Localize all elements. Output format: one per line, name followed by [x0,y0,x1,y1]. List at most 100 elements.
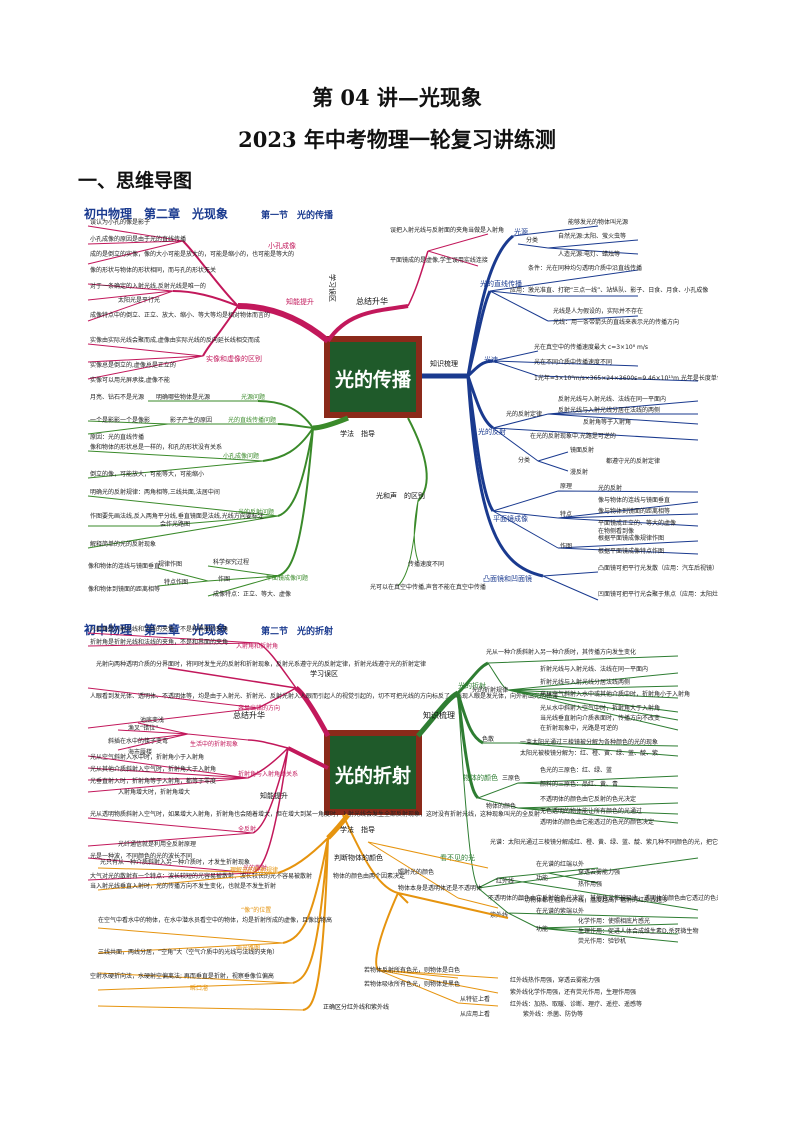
uv-1: 在光谱的紫端以外 [536,907,584,915]
reflect-label: 光的反射 [478,427,506,436]
total-note-2: 光纤通信就是利用全反射原理 [118,840,196,848]
source-def: 能够发光的物体叫光源 [568,218,628,226]
pinhole-note-2: 小孔成像的原因是由于光的直线传播 [90,235,186,243]
uv-3: 化学作用：使照相底片感光 [578,917,650,925]
mirror-feature-3: 平面镜成正立的、等大的虚像 [598,519,676,527]
mirror-feature-1: 像与物体的连线与镜面垂直 [598,496,670,504]
method-label-2: 学法 指导 [340,825,375,834]
mirror-question-c: 特点作图 [164,578,188,586]
judge-label: 判断物体的颜色 [334,853,383,862]
reflect-question-a: 作图要先画法线,反入两角平分线,垂直镜面是法线,光线方向要标注 [90,512,264,520]
line-question-1: 影子产生的原因 [170,416,212,424]
pinhole-note-3: 成的是倒立的实像，像的大小可能是放大的，可能是缩小的，也可能是等大的 [90,250,294,258]
map2-section-label: 第二节 光的折射 [261,625,333,637]
apply-2: 紫外线：杀菌、防伪等 [523,1010,583,1018]
invisible-label: 看不见的光 [440,853,475,862]
ability-note-2: 太阳光是平行光 [118,296,160,304]
feature-2: 紫外线化学作用强，还有荧光作用，生理作用强 [510,988,636,996]
pinhole-question: 小孔成像问题 [223,452,259,460]
judge-1: 物体的颜色由两个因素决定 [333,872,405,880]
mirror-question-d: 像和物体的连线与镜面垂直 [88,562,160,570]
page-title: 第 04 讲—光现象 [312,85,482,110]
straight-app: 应用：激光准直、打靶“三点一线”、站纵队、影子、日食、月食、小孔成像 [510,286,708,294]
reflect-reversible: 在光的反射现象中,光路是可逆的 [530,432,616,440]
ability-label: 知能提升 [286,297,314,306]
feature-1: 红外线热作用强，穿透云雾能力强 [510,976,600,984]
object-color-label: 物体的颜色 [463,773,498,782]
color-2: 太阳光被棱镜分解为：红、橙、黄、绿、蓝、靛、紫 [520,749,658,757]
angles-2: 折射角是折射光线和法线的夹角，不是和界面的夹角 [90,638,228,646]
object-color-2: 无色透明的物体能让所有颜色的光通过 [540,807,642,815]
mind-map-1-svg: 初中物理 第二章 光现象 第一节 光的传播 光的传播 小孔成像 误认为小孔的像是… [84,206,718,601]
line-question-a: 一个是影影一个是像影 [90,416,150,424]
relation-3: 光垂直射入时，折射角等于入射角，都等于零度 [90,777,216,785]
summary-label: 总结升华 [356,296,388,306]
refr-law-5: 当光线垂直射向介质表面时，传播方向不改变 [540,714,660,722]
mirror-draw-2: 根据平面镜成像特点作图 [598,547,664,555]
life-label: 生活中的折射现象 [190,740,238,748]
straight-cond: 条件：光在同种均匀透明介质中沿直线传播 [528,264,642,272]
reflect-diffuse: 漫反射 [570,468,588,476]
mirror-question-1: 科学探究过程 [213,558,249,566]
color-1: 一束太阳光通过三棱镜被分解为各种颜色的光的现象 [520,738,658,746]
image-position-1: 在空气中看水中的物体，在水中潜水员看空中的物体，均是折射所成的虚像，且像比物高 [98,916,332,924]
angles-label: 入射角和折射角 [236,642,278,650]
map2-heading: 初中物理 第二章 光现象 [84,622,228,637]
speed-3: 1光年=3×10⁸m/s×365×24×3600s=9.46×10¹⁵m 光年是… [534,374,718,382]
rhyme: 瞬口溜 [190,984,208,992]
reflect-question-c: 解释简单的光的反射现象 [90,540,156,548]
convex-label: 凸面镜和凹面镜 [483,574,532,583]
ir-label: 红外线 [496,877,514,885]
image-position: “像”的位置 [241,906,271,914]
real-virtual-note-3: 实像可以用光屏承接,虚像不能 [90,376,170,384]
refr-def: 光从一种介质斜射入另一种介质时，其传播方向发生变化 [486,648,636,656]
real-virtual-note-2: 实像总是倒立的,虚像总是正立的 [90,361,176,369]
three-2: 颜料的三原色：品红、黄、青 [540,780,618,788]
object-color: 物体的颜色 [486,802,516,810]
draw-path-1: 三线共面，两线分居，“空角”大（空气介质中的光线与法线的夹角） [98,948,278,956]
refr-law-2: 折射光线与入射光线分居法线两侧 [540,678,630,686]
center-board [330,342,416,412]
real-virtual-note-1: 实像由实际光线会聚而成,虚像由实际光线的反向延长线相交而成 [90,336,260,344]
reflect-mirror: 镜面反射 [570,446,594,454]
section-heading: 一、思维导图 [78,170,193,192]
sound-2: 光可以在真空中传播,声音不能在真空中传播 [370,583,486,591]
judge-6: 若物体吸收所有色光，则物体是黑色 [364,980,460,988]
refr-law-3: 光从空气斜射入水中或其他介质中时，折射角小于入射角 [540,690,690,698]
judge-3: 物体本身是透明体还是不透明体 [398,884,482,892]
mirror-question: 平面镜成像问题 [266,574,308,582]
mirror-label: 平面镜成像 [493,514,528,523]
misconception-label: 学习误区 [328,274,337,302]
mirror-question-a: 作图 [218,575,230,583]
source-label: 光源 [514,227,528,236]
mirror-draw-1: 根据平面镜成像规律作图 [598,534,664,542]
map1-section-label: 第一节 光的传播 [261,209,334,221]
speed-2: 光在不同介质中传播速度不同 [534,358,612,366]
knowledge-label: 知识梳理 [430,359,458,368]
mirror-feature-2: 像与物体到镜面的距离相等 [598,507,670,515]
ir-5: 一切物体都在辐射红外线，温度越高，辐射的红外线越多 [518,896,668,904]
judge-4: 不透明体的颜色由它反射的色光决定，其他色光都被吸收，透明体的颜色由它透过的色光决… [488,894,718,902]
total-note: 光从透明物质斜射入空气时，如果增大入射角，折射角也会随着增大，但在增大到某一角度… [90,810,540,818]
reflect-question-1: 明确光的反射规律：两角相等,三线共面,法居中间 [90,488,220,496]
apply-label: 从应用上看 [460,1010,490,1018]
misconception-note-1: 误把入射光线与反射面的夹角当做是入射角 [390,226,504,234]
source-classify: 分类 [526,236,538,244]
mirror-question-b: 规律作图 [158,560,182,568]
ir-4: 热作用强 [578,880,602,888]
refr-law-1: 折射光线与入射光线、法线在同一平面内 [540,665,648,673]
uv-2: 功能 [536,925,548,933]
speed-label: 光速 [484,355,498,364]
center-title: 光的传播 [334,368,412,391]
draw-path: 画光路图 [236,944,260,952]
misconception-label-2: 学习误区 [310,669,338,678]
mind-map-light-propagation: 初中物理 第二章 光现象 第一节 光的传播 光的传播 小孔成像 误认为小孔的像是… [78,196,718,611]
relation-4: 入射角增大时，折射角增大 [118,788,190,796]
understand-2: 当入射光线垂直入射时，光的传播方向不发生变化，也就是不发生折射 [90,882,276,890]
source-artificial: 人造光源:电灯、蜡烛等 [558,250,620,258]
object-color-1: 不透明体的颜色由它反射的色光决定 [540,795,636,803]
straight-label: 光的直线传播 [480,279,522,288]
refr-label: 光的折射 [458,681,486,690]
ability-label-2: 知能提升 [260,791,288,800]
convex-2: 凹面镜可把平行光会聚于焦点（应用：太阳灶、反射望远镜） [598,590,718,598]
